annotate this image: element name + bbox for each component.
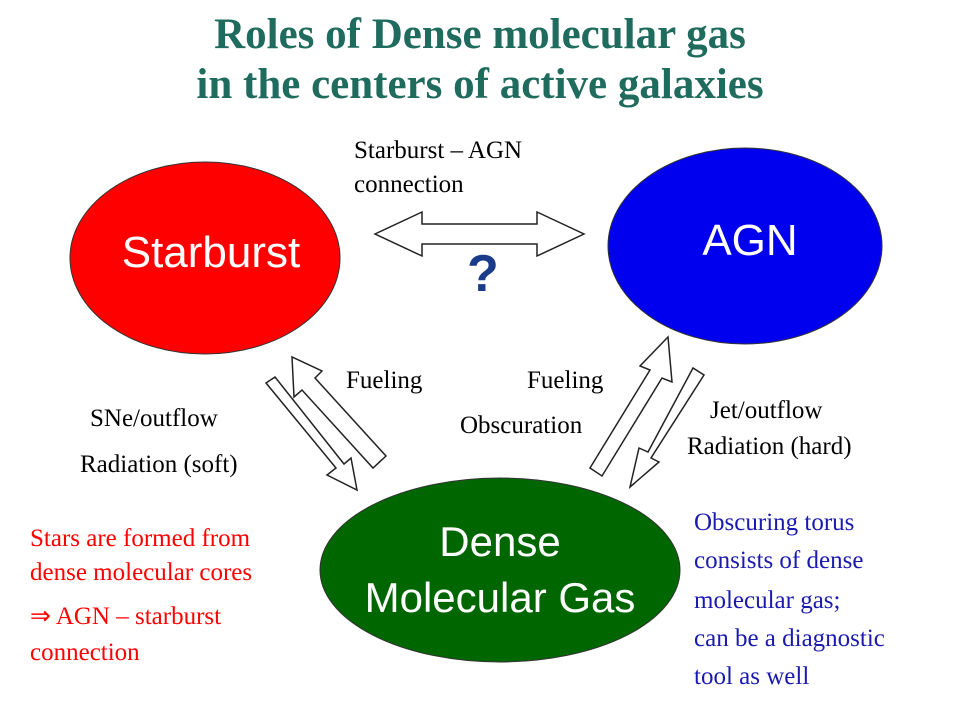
fueling-arrow-left xyxy=(291,355,388,470)
note-right-line-3: molecular gas; xyxy=(694,587,841,614)
note-left-line-1: Stars are formed from xyxy=(30,525,251,552)
note-left-line-2: dense molecular cores xyxy=(30,559,253,586)
connection-label-line-2: connection xyxy=(354,171,464,198)
jet-outflow-label: Jet/outflow xyxy=(710,397,823,424)
connection-double-arrow xyxy=(373,210,586,258)
outflow-arrow-left xyxy=(264,375,359,492)
fueling-label-right: Fueling xyxy=(527,367,604,394)
note-left-line-3: ⇒ AGN – starburst xyxy=(30,603,222,630)
fueling-label-left: Fueling xyxy=(346,367,423,394)
agn-label: AGN xyxy=(702,216,798,265)
dense-gas-label-line-2: Molecular Gas xyxy=(364,574,636,621)
note-left-line-4: connection xyxy=(30,639,140,666)
page-title: Roles of Dense molecular gas in the cent… xyxy=(0,10,960,110)
title-line-1: Roles of Dense molecular gas xyxy=(214,11,746,58)
fueling-arrow-right xyxy=(588,335,673,478)
question-mark: ? xyxy=(467,245,499,303)
dense-gas-label-line-1: Dense xyxy=(439,518,561,565)
agn-node xyxy=(607,147,883,345)
outflow-arrow-right xyxy=(628,366,706,490)
note-right-line-5: tool as well xyxy=(694,663,810,690)
note-right-line-1: Obscuring torus xyxy=(694,509,855,536)
obscuration-label: Obscuration xyxy=(460,412,583,439)
sne-outflow-label: SNe/outflow xyxy=(90,405,218,432)
title-line-2: in the centers of active galaxies xyxy=(196,61,764,108)
note-right-line-4: can be a diagnostic xyxy=(694,625,885,652)
starburst-label: Starburst xyxy=(121,228,301,277)
radiation-hard-label: Radiation (hard) xyxy=(687,433,852,460)
starburst-node xyxy=(69,161,341,355)
note-right-line-2: consists of dense xyxy=(694,547,864,574)
connection-label-line-1: Starburst – AGN xyxy=(354,137,523,164)
dense-gas-node xyxy=(319,477,681,663)
radiation-soft-label: Radiation (soft) xyxy=(80,451,238,478)
